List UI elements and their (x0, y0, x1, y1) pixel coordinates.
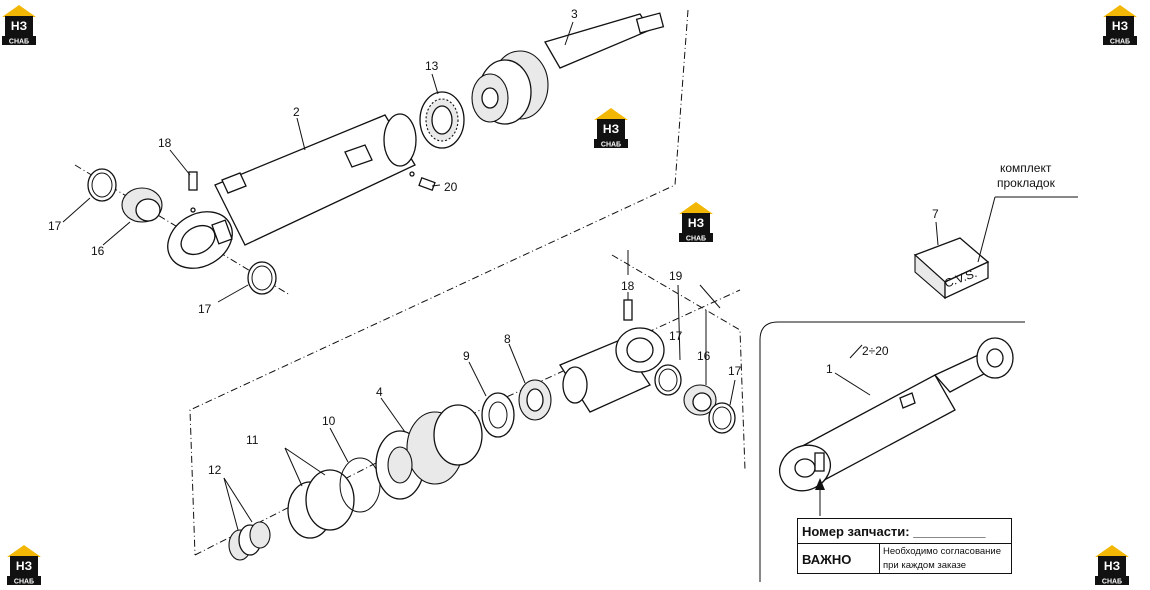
svg-text:СНАБ: СНАБ (1102, 579, 1122, 586)
important-row: ВАЖНО Необходимо согласование при каждом… (798, 544, 1011, 574)
svg-text:НЗ: НЗ (16, 559, 32, 573)
spherical-bush-16-lower (683, 384, 717, 416)
label-19: 19 (669, 269, 683, 283)
cylinder-eye-end (167, 211, 233, 269)
label-2-to-20: 2÷20 (862, 344, 889, 358)
cylinder-body (214, 113, 417, 246)
svg-text:СНАБ: СНАБ (9, 39, 29, 46)
label-7: 7 (932, 207, 939, 221)
important-text: Необходимо согласование при каждом заказ… (880, 544, 1011, 574)
label-17-c: 17 (669, 329, 683, 343)
label-17-d: 17 (728, 364, 742, 378)
svg-text:СНАБ: СНАБ (686, 236, 706, 243)
inset-frame (759, 321, 1025, 582)
label-17-a: 17 (48, 219, 62, 233)
logo-center-1: НЗ СНАБ (594, 108, 628, 149)
label-2: 2 (293, 105, 300, 119)
logo-bottom-left: НЗ СНАБ (7, 545, 41, 586)
label-12: 12 (208, 463, 222, 477)
label-10: 10 (322, 414, 336, 428)
label-18-lower: 18 (621, 279, 635, 293)
assembled-cylinder (779, 337, 1014, 516)
label-9: 9 (463, 349, 470, 363)
gasket-kit-box: C.V.S. (913, 237, 990, 300)
spherical-bush-16-upper (121, 187, 163, 223)
label-20: 20 (444, 180, 458, 194)
label-17-b: 17 (198, 302, 212, 316)
fitting-20 (418, 177, 436, 191)
svg-text:СНАБ: СНАБ (601, 142, 621, 149)
label-16-lower: 16 (697, 349, 711, 363)
important-text-line1: Необходимо согласование (883, 546, 1001, 557)
svg-text:НЗ: НЗ (1104, 559, 1120, 573)
nut-8 (518, 379, 552, 421)
head-eye-lower (559, 327, 665, 413)
order-note-table: Номер запчасти: __________ ВАЖНО Необход… (797, 518, 1012, 574)
part-number-field: Номер запчасти: __________ (798, 519, 1011, 544)
circlip-17-upper-a (87, 168, 117, 202)
label-3: 3 (571, 7, 578, 21)
logo-bottom-right: НЗ СНАБ (1095, 545, 1129, 586)
label-1: 1 (826, 362, 833, 376)
logo-top-right: НЗ СНАБ (1103, 5, 1137, 46)
svg-text:НЗ: НЗ (1112, 19, 1128, 33)
grease-nipple-18-lower (623, 299, 633, 321)
circlip-17-lower-b (708, 402, 736, 434)
part-number-labels: 3 13 2 18 20 17 16 17 18 19 17 16 17 9 8… (48, 7, 1056, 477)
label-13: 13 (425, 59, 439, 73)
important-label: ВАЖНО (798, 544, 880, 574)
svg-text:СНАБ: СНАБ (1110, 39, 1130, 46)
important-text-line2: при каждом заказе (883, 560, 967, 571)
svg-text:НЗ: НЗ (11, 19, 27, 33)
circlip-17-lower-a (654, 364, 682, 396)
circlip-17-upper-b (247, 261, 277, 295)
label-11: 11 (246, 433, 259, 447)
kit-label-line2: прокладок (997, 176, 1056, 190)
svg-text:СНАБ: СНАБ (14, 579, 34, 586)
label-8: 8 (504, 332, 511, 346)
bearing-13 (419, 91, 465, 149)
leader-lines (62, 21, 1078, 531)
label-18-upper: 18 (158, 136, 172, 150)
svg-text:НЗ: НЗ (603, 122, 619, 136)
seals-12 (228, 521, 271, 561)
svg-text:НЗ: НЗ (688, 216, 704, 230)
rings-11 (287, 469, 355, 539)
label-4: 4 (376, 385, 383, 399)
logo-top-left: НЗ СНАБ (2, 5, 36, 46)
logo-center-2: НЗ СНАБ (679, 202, 713, 243)
seal-9 (481, 392, 515, 438)
label-16-upper: 16 (91, 244, 105, 258)
piston-rod (471, 12, 665, 125)
grease-nipple-18-upper (188, 171, 198, 213)
kit-label-line1: комплект (1000, 161, 1052, 175)
piston-4 (375, 404, 483, 500)
